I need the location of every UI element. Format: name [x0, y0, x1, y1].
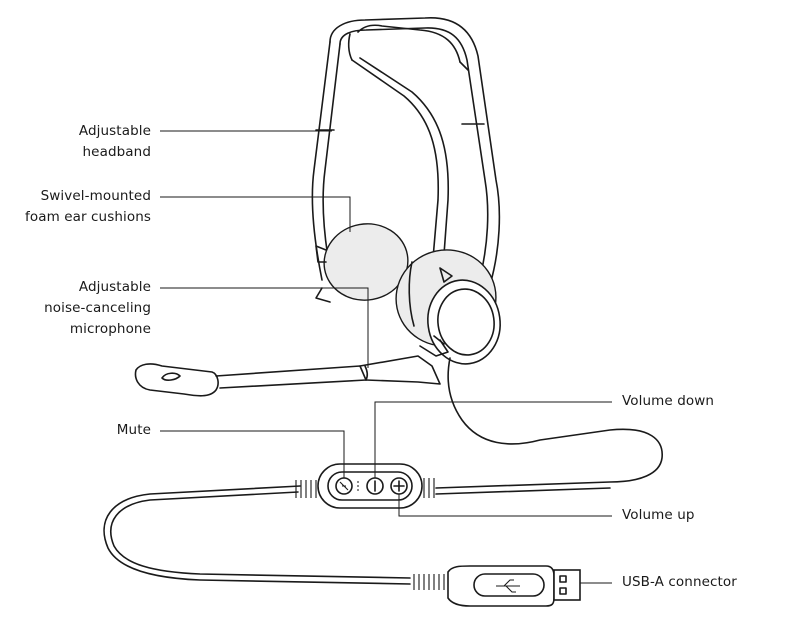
label-line: Volume up — [622, 507, 695, 523]
leader-mute — [160, 430, 345, 478]
label-line: noise-canceling — [44, 300, 151, 316]
headband-illustration — [311, 17, 501, 286]
label-adjustable-headband: Adjustable headband — [79, 121, 151, 163]
leader-lines — [160, 130, 612, 584]
microphone-boom — [134, 339, 449, 397]
label-line: Adjustable — [78, 279, 151, 295]
cable — [103, 357, 663, 590]
label-mute: Mute — [117, 420, 151, 441]
inline-control — [317, 463, 423, 509]
label-volume-down: Volume down — [622, 391, 714, 412]
plus-icon — [393, 480, 405, 492]
label-ear-cushions: Swivel-mounted foam ear cushions — [25, 186, 151, 228]
label-microphone: Adjustable noise-canceling microphone — [44, 277, 151, 340]
label-line: Adjustable — [78, 123, 151, 139]
label-line: USB-A connector — [622, 574, 737, 590]
leader-microphone — [160, 287, 369, 368]
label-line: headband — [82, 144, 151, 160]
usb-icon — [496, 579, 520, 593]
label-line: microphone — [69, 321, 151, 337]
label-line: Mute — [116, 422, 151, 438]
label-line: Volume down — [622, 393, 715, 409]
left-ear-cushion — [315, 223, 409, 303]
usb-connector — [447, 565, 581, 607]
mute-icon — [339, 481, 349, 491]
label-line: Swivel-mounted — [40, 188, 151, 204]
leader-volume-down — [374, 401, 612, 478]
leader-ear-cushions — [160, 196, 351, 232]
leader-volume-up — [398, 494, 612, 517]
label-volume-up: Volume up — [622, 505, 695, 526]
label-line: foam ear cushions — [24, 209, 151, 225]
label-usb-connector: USB-A connector — [622, 572, 737, 593]
volume-up-button[interactable] — [390, 477, 408, 495]
right-ear-cup — [395, 249, 501, 365]
